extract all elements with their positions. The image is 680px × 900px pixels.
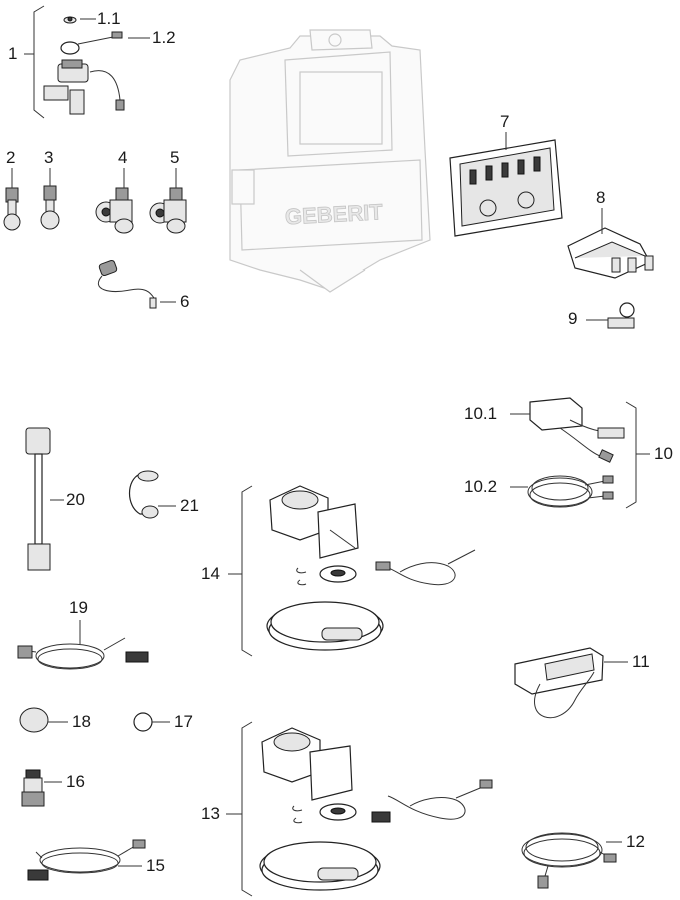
part-7-mounting-plate <box>449 139 563 237</box>
part-1-fill-valve <box>43 16 125 115</box>
label-4: 4 <box>118 148 128 167</box>
label-10-2: 10.2 <box>464 477 498 496</box>
part-5-tee-fitting <box>149 187 187 234</box>
part-21-pipe-bend <box>128 470 159 519</box>
label-1: 1 <box>8 44 18 63</box>
part-18-cap <box>19 707 49 733</box>
brand-logo: GEBERIT <box>284 199 384 229</box>
label-15: 15 <box>146 856 165 875</box>
label-20: 20 <box>66 490 85 509</box>
label-5: 5 <box>170 148 180 167</box>
label-11: 11 <box>632 652 650 671</box>
part-17-cap <box>133 712 153 732</box>
part-20-tube <box>25 427 51 571</box>
label-1-2: 1.2 <box>152 28 176 47</box>
label-17: 17 <box>174 712 193 731</box>
part-9-clip <box>607 302 635 329</box>
part-15-cable <box>27 839 146 881</box>
part-2-fitting <box>3 187 21 231</box>
part-16-valve-insert <box>21 769 45 807</box>
part-8-cover <box>567 227 654 279</box>
part-10-2-cable-coil <box>527 475 614 508</box>
label-18: 18 <box>72 712 91 731</box>
label-8: 8 <box>596 188 606 207</box>
label-10: 10 <box>654 444 673 463</box>
label-19: 19 <box>69 598 88 617</box>
label-3: 3 <box>44 148 54 167</box>
label-10-1: 10.1 <box>464 404 498 423</box>
label-13: 13 <box>201 804 220 823</box>
label-16: 16 <box>66 772 85 791</box>
part-3-fitting <box>40 185 60 230</box>
part-19-cable <box>17 637 149 670</box>
label-21: 21 <box>180 496 199 515</box>
part-10-1-power-supply <box>529 397 625 463</box>
label-2: 2 <box>6 148 16 167</box>
leader-lines <box>11 5 650 897</box>
label-1-1: 1.1 <box>97 9 121 28</box>
part-14-actuator-kit <box>266 485 476 651</box>
part-11-control-box <box>514 647 604 719</box>
label-6: 6 <box>180 292 190 311</box>
part-6-cable <box>98 259 157 309</box>
label-14: 14 <box>201 564 220 583</box>
label-12: 12 <box>626 832 645 851</box>
part-13-actuator-kit <box>259 727 493 891</box>
cistern-body-ghost: GEBERIT <box>229 29 431 293</box>
label-9: 9 <box>568 309 578 328</box>
part-4-tee-fitting <box>95 187 134 234</box>
label-7: 7 <box>500 112 510 131</box>
part-12-cable <box>521 832 617 889</box>
